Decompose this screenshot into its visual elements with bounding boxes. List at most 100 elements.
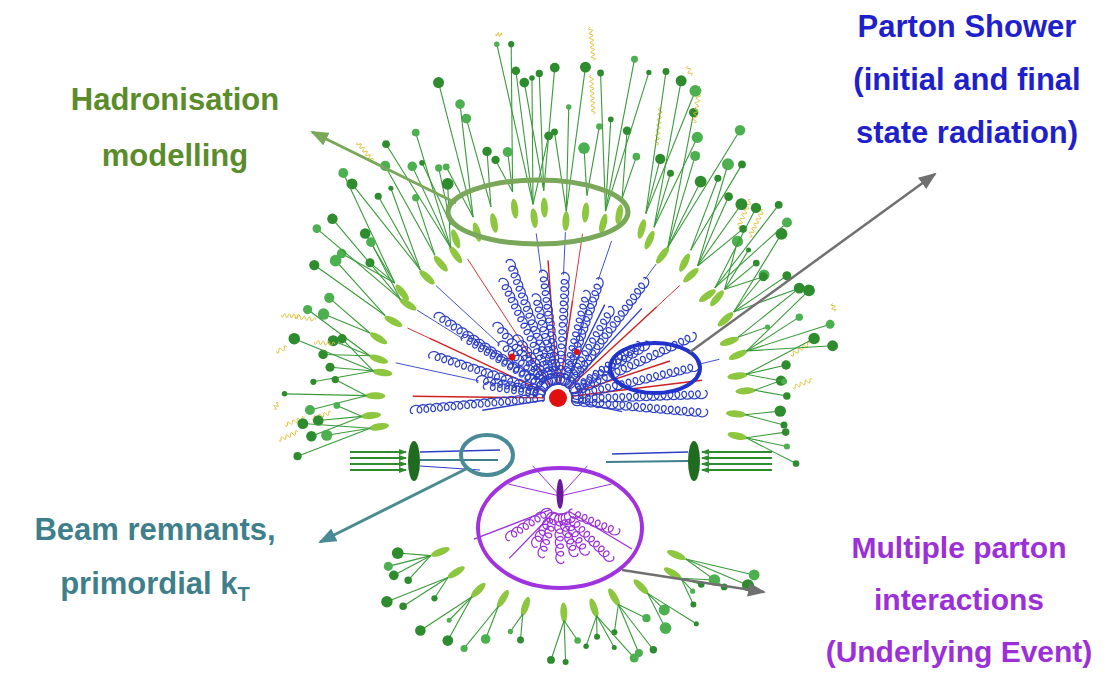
hadron: [508, 629, 513, 634]
hadron: [724, 192, 733, 201]
jet: [570, 228, 804, 396]
hadron: [794, 283, 805, 294]
hadron-track: [647, 593, 696, 624]
hadron-track: [317, 229, 401, 300]
leader-arrow: [622, 570, 764, 592]
parton-line: [598, 241, 611, 280]
beam-line: [702, 457, 772, 459]
hadron: [481, 634, 491, 644]
hadron: [751, 203, 761, 213]
hadron-track: [313, 371, 373, 382]
hadron: [646, 70, 651, 75]
callout-text: Hadronisation modelling: [71, 82, 279, 173]
hadron: [529, 75, 535, 81]
quark-line: [413, 396, 544, 398]
hadron-track: [387, 578, 448, 602]
hadron-track: [308, 310, 370, 356]
hadron-track: [310, 396, 366, 410]
hadron: [781, 379, 787, 385]
hadron-track: [691, 164, 742, 250]
parton-shower-label: Parton Shower (initial and final state r…: [832, 0, 1102, 159]
hadron: [749, 570, 760, 581]
jet: [306, 394, 544, 442]
mpi-jet: [461, 512, 557, 652]
hadron-cluster: [726, 410, 747, 419]
mpi-jet: [415, 512, 554, 645]
hadron: [309, 260, 319, 270]
hadron-track: [686, 559, 754, 575]
hadron: [293, 452, 301, 460]
hadron: [461, 645, 468, 652]
callout-text: Parton Shower (initial and final state r…: [853, 9, 1080, 150]
hadron-track: [285, 394, 367, 396]
hadron-cluster: [727, 348, 748, 363]
hadron-track: [394, 556, 431, 576]
hadron-cluster: [519, 596, 532, 617]
hadron-cluster: [489, 213, 500, 234]
hadron-track: [486, 606, 499, 639]
hadron-track: [342, 339, 373, 371]
jet: [281, 305, 545, 397]
hadron-track: [508, 152, 513, 192]
jet: [491, 32, 559, 384]
jet: [568, 161, 746, 388]
hadron: [663, 68, 670, 75]
hadron-track: [646, 72, 666, 214]
proton-blob: [688, 441, 700, 481]
hadron: [519, 78, 529, 88]
photon-line: [281, 314, 300, 318]
gluon-line: [538, 513, 559, 558]
gluon-line: [461, 335, 548, 392]
hadron: [676, 75, 687, 86]
hadron: [781, 360, 790, 369]
hadron-track: [606, 59, 635, 211]
hadron-cluster: [447, 245, 464, 265]
jet: [551, 62, 591, 385]
hadron-cluster: [636, 218, 648, 239]
hadron: [796, 313, 803, 320]
jet: [572, 401, 800, 467]
mpi-label: Multiple parton interactions (Underlying…: [816, 522, 1102, 678]
hadron: [695, 176, 707, 188]
hadron-track: [323, 354, 370, 355]
hadronisation-ring: [448, 180, 628, 244]
beam-line: [702, 463, 772, 465]
hadron-track: [532, 78, 533, 204]
leader-arrow: [690, 174, 935, 352]
hadron: [689, 85, 701, 97]
jets: [274, 27, 838, 467]
hadron-track: [352, 184, 420, 270]
hadron-cluster: [383, 314, 404, 330]
hadron-track: [391, 188, 420, 270]
hadron: [503, 147, 513, 157]
hadron-track: [747, 324, 830, 351]
hadron-track: [388, 556, 430, 567]
hadron: [431, 595, 437, 601]
hadron: [404, 576, 411, 583]
photon-line: [749, 210, 763, 237]
hadron: [536, 70, 543, 77]
hadron-track: [330, 367, 373, 371]
photon-line: [589, 75, 595, 113]
hadron: [738, 161, 746, 169]
hadron: [611, 629, 617, 635]
hadron-track: [746, 374, 784, 381]
highlights: [448, 180, 700, 588]
hadron: [337, 334, 346, 343]
hadron: [433, 77, 444, 88]
hadron-track: [342, 253, 395, 283]
hadron: [547, 656, 555, 664]
leader-lines: [312, 132, 935, 592]
hadron-cluster: [560, 602, 568, 622]
hadron-track: [524, 83, 543, 191]
hadron-track: [343, 173, 394, 283]
beam-line: [350, 469, 406, 471]
callout-text: Multiple parton interactions (Underlying…: [826, 531, 1093, 668]
hadron: [388, 186, 393, 191]
hadron-track: [564, 620, 577, 640]
beam-line: [350, 451, 406, 453]
parton-line: [467, 259, 523, 345]
leader-arrow: [320, 468, 468, 542]
gluon-line: [558, 513, 578, 556]
beam-line: [702, 469, 772, 471]
